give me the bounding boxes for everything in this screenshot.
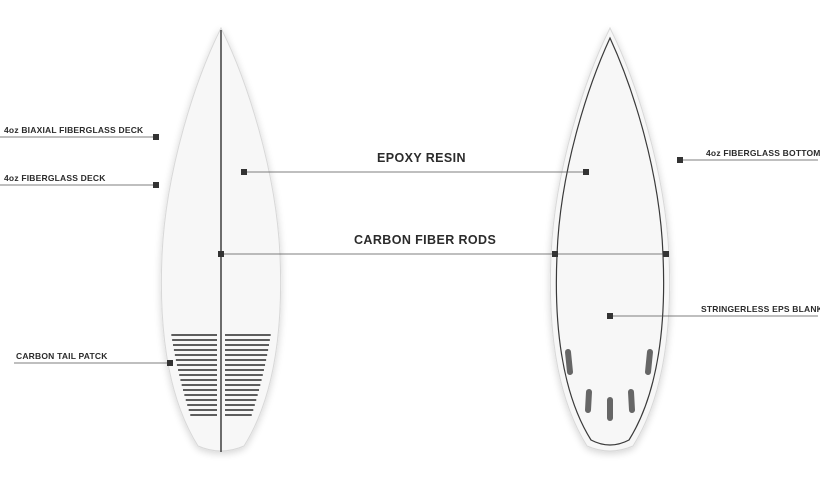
fin-plug-2	[645, 349, 653, 375]
carbon-tail-patch	[171, 334, 271, 416]
label-fiberglass-deck: 4oz FIBERGLASS DECK	[4, 173, 106, 183]
marker-biaxial-deck	[153, 134, 159, 140]
marker-carbon-tail-patch	[167, 360, 173, 366]
bottom-board	[549, 26, 671, 452]
marker-fiberglass-deck	[153, 182, 159, 188]
label-epoxy-resin: EPOXY RESIN	[377, 151, 466, 165]
fin-plug-3	[585, 389, 592, 413]
label-carbon-tail-patch: CARBON TAIL PATCK	[16, 351, 108, 361]
label-carbon-fiber-rods: CARBON FIBER RODS	[354, 233, 497, 247]
marker-carbon-rod-deck	[218, 251, 224, 257]
marker-carbon-rod-bottom-left	[552, 251, 558, 257]
deck-board	[160, 26, 282, 452]
leader-lines	[0, 136, 818, 364]
bottom-board-outline	[549, 26, 671, 452]
bottom-board-inner-outline	[555, 36, 665, 446]
fin-plugs	[565, 349, 653, 421]
fin-plug-5	[628, 389, 635, 413]
marker-eps-blank	[607, 313, 613, 319]
label-stringerless-eps-blank: STRINGERLESS EPS BLANK	[701, 304, 820, 314]
marker-fiberglass-bottom	[677, 157, 683, 163]
label-biaxial-fiberglass-deck: 4oz BIAXIAL FIBERGLASS DECK	[4, 125, 144, 135]
marker-epoxy-resin-bottom	[583, 169, 589, 175]
marker-epoxy-resin-deck	[241, 169, 247, 175]
marker-carbon-rod-bottom-right	[663, 251, 669, 257]
fin-plug-1	[565, 349, 573, 375]
markers	[153, 134, 683, 366]
label-fiberglass-bottom: 4oz FIBERGLASS BOTTOM	[706, 148, 820, 158]
